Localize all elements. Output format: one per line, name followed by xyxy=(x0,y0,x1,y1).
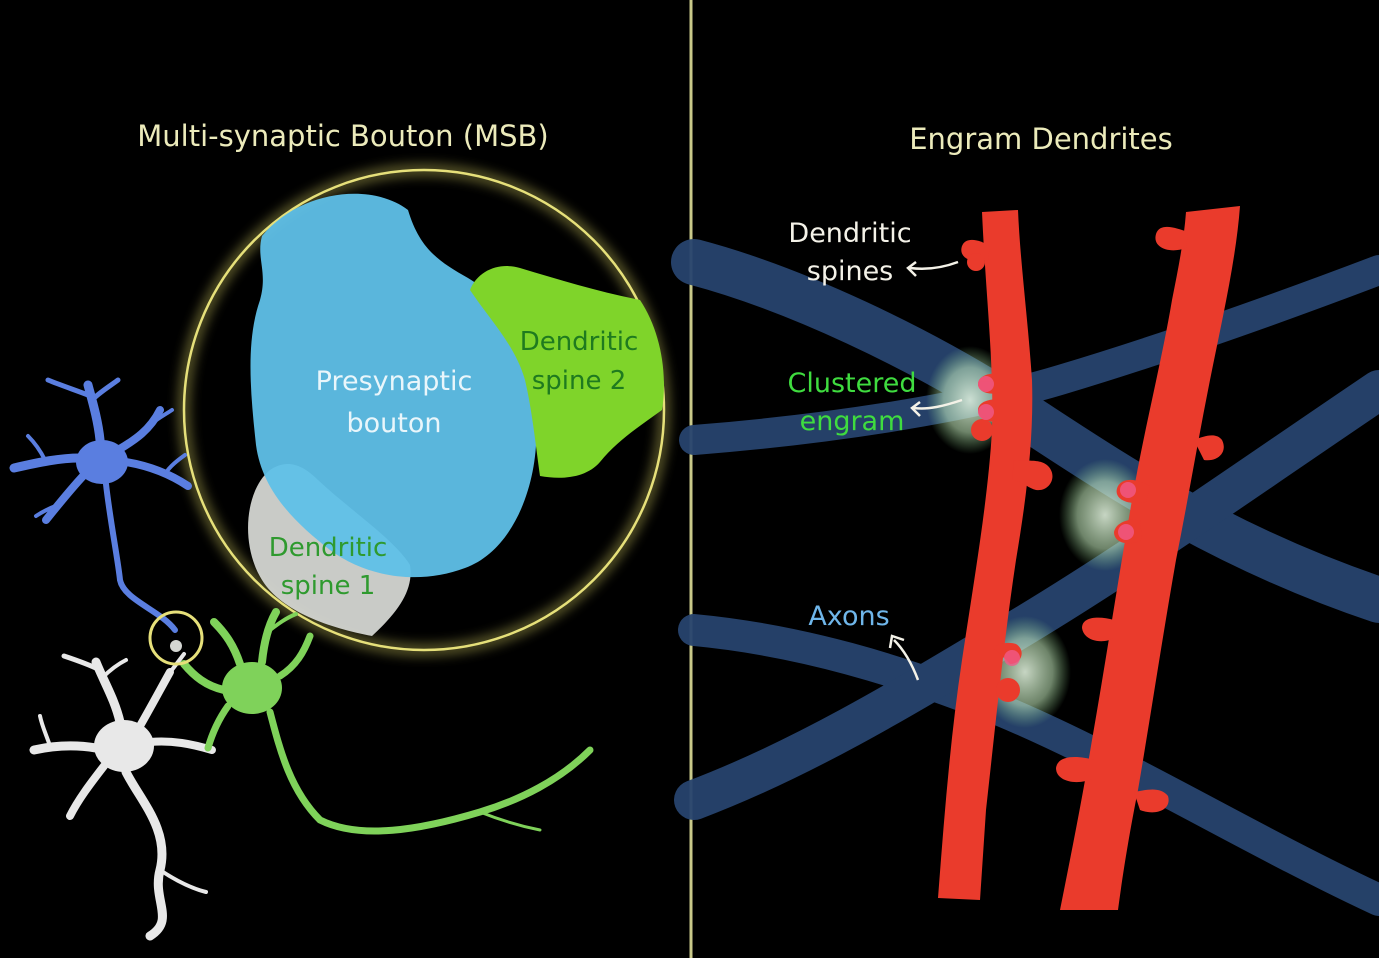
axons-arrowhead xyxy=(888,634,905,649)
axons-label: Axons xyxy=(808,601,889,632)
right-panel: Engram Dendrites xyxy=(671,122,1379,916)
dendritic-spine-2 xyxy=(470,266,664,478)
dendritic-spine-1-label-line1: Dendritic xyxy=(269,533,388,563)
dendritic-spine-1-label-line2: spine 1 xyxy=(281,571,376,601)
dendrite-1-shaft xyxy=(938,210,1033,900)
clustered-engram-arrow xyxy=(913,398,963,410)
axons-arrow xyxy=(893,639,920,681)
dendritic-spines-label-line1: Dendritic xyxy=(788,218,911,249)
right-panel-title: Engram Dendrites xyxy=(909,122,1173,156)
clustered-engram-label-line1: Clustered xyxy=(788,368,917,399)
presynaptic-bouton-label-line2: bouton xyxy=(347,408,442,439)
dendritic-spines-label-line2: spines xyxy=(807,256,894,287)
msb-ring xyxy=(182,168,666,652)
clustered-engram-arrowhead xyxy=(910,401,921,417)
dendritic-spines-arrow xyxy=(909,260,959,270)
dendrite-2-shaft xyxy=(1060,206,1240,910)
dendritic-spine-2-label-line1: Dendritic xyxy=(520,327,639,357)
left-panel-title: Multi-synaptic Bouton (MSB) xyxy=(137,119,548,153)
presynaptic-bouton-label-line1: Presynaptic xyxy=(316,366,473,397)
msb-location-dot xyxy=(170,640,182,652)
blue-neuron xyxy=(9,377,192,633)
dendritic-spine-2-label-line2: spine 2 xyxy=(532,366,627,396)
msb-location-marker xyxy=(148,610,204,666)
left-panel: Multi-synaptic Bouton (MSB) Presynaptic … xyxy=(9,119,669,941)
dendritic-spines-arrowhead xyxy=(906,261,917,277)
white-neuron xyxy=(29,652,216,941)
clustered-engram-label-line2: engram xyxy=(800,406,905,437)
presynaptic-bouton xyxy=(250,193,537,578)
green-neuron xyxy=(180,608,594,835)
axon-2 xyxy=(679,255,1379,455)
engram-spine-highlights xyxy=(978,376,1136,666)
